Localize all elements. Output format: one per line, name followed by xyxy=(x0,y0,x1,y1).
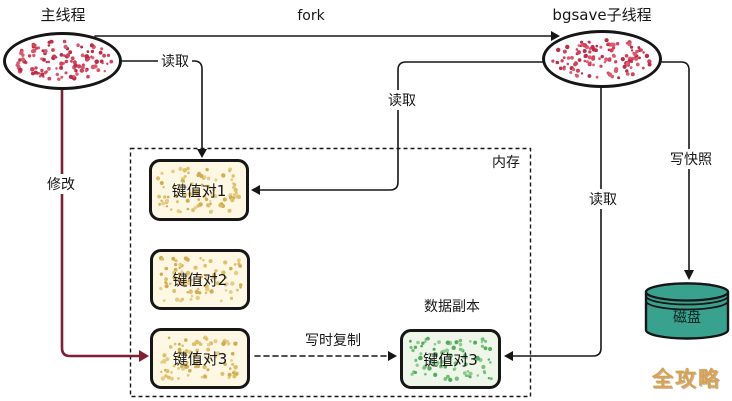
modify-arrowhead xyxy=(139,350,149,362)
copy-on-write-edge-label: 写时复制 xyxy=(305,333,361,349)
disk-cylinder-icon xyxy=(644,282,730,340)
kv3-copy-node: 键值对3 xyxy=(400,329,501,389)
read-copy-edge-label: 读取 xyxy=(586,189,620,209)
write-snapshot-arrowhead xyxy=(684,270,694,280)
read-main-arrowhead xyxy=(197,149,207,158)
disk-label: 磁盘 xyxy=(673,310,701,326)
main-thread-node xyxy=(3,32,122,90)
fork-edge-label: fork xyxy=(297,8,325,24)
read-copy-edge xyxy=(512,87,602,357)
kv2-label: 键值对2 xyxy=(172,271,228,289)
main-thread-title: 主线程 xyxy=(40,6,86,24)
kv1-label: 键值对1 xyxy=(171,181,227,200)
kv3-node: 键值对3 xyxy=(150,328,250,389)
copy-on-write-arrowhead xyxy=(388,351,397,361)
memory-dashed-border xyxy=(129,147,532,398)
bgsave-thread-title: bgsave子线程 xyxy=(552,6,652,24)
read-main-edge xyxy=(120,60,203,151)
read-copy-arrowhead xyxy=(504,351,513,361)
bgsave-thread-node xyxy=(542,30,662,88)
read-kv1-edge-label: 读取 xyxy=(385,90,419,110)
write-snapshot-edge xyxy=(661,61,690,272)
disk-node: 磁盘 xyxy=(642,281,732,341)
kv2-node: 键值对2 xyxy=(150,249,250,310)
read-kv1-edge xyxy=(259,61,543,191)
write-snapshot-edge-label: 写快照 xyxy=(667,149,715,169)
modify-edge-label: 修改 xyxy=(44,174,78,194)
modify-edge xyxy=(60,88,141,358)
fork-arrowhead xyxy=(551,31,560,41)
memory-label: 内存 xyxy=(492,155,520,171)
kv3-copy-label: 键值对3 xyxy=(423,350,478,369)
data-copy-label: 数据副本 xyxy=(424,299,480,315)
kv1-node: 键值对1 xyxy=(149,159,249,221)
watermark-logo: 全攻略 xyxy=(652,367,721,391)
read-kv1-arrowhead xyxy=(251,185,260,195)
kv3-label: 键值对3 xyxy=(172,350,228,368)
read-main-edge-label: 读取 xyxy=(158,51,192,71)
